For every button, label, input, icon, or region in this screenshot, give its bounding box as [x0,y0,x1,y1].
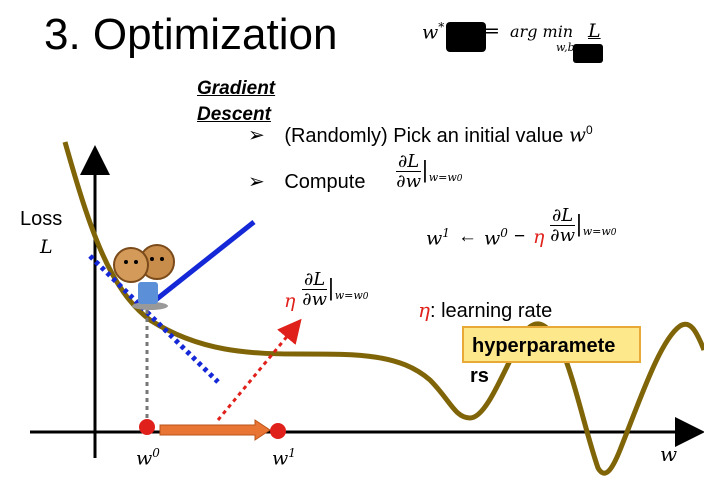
formula-argmin: arg min [510,22,574,41]
bullet-compute: ➢ Compute [248,170,365,194]
bullet-text: Compute [284,171,366,193]
hyperparameters-tail: rs [470,365,489,387]
gradient-line [146,220,256,308]
bullet-marker: ➢ [248,124,265,147]
bullet-text: (Randomly) Pick an initial value [284,124,569,147]
update-minus: − [514,226,526,247]
formula-redaction-1 [446,22,486,52]
formula-redaction-2 [573,44,603,63]
tangent-dotted [88,254,220,384]
tick-w1: w1 [272,446,296,470]
formula-rhs: L [588,20,601,42]
point-w1 [270,423,286,439]
point-w0 [139,419,155,435]
deriv-eval-sup: 0 [456,174,463,185]
bullet-var: w [568,122,587,147]
loss-curve [62,141,704,476]
y-axis-var: L [40,236,53,258]
x-axis-label: w [660,442,678,466]
deriv-num: ∂L [396,151,422,172]
update-arrow: ← [458,226,477,247]
gd-heading-line2: Descent [197,104,271,125]
formula-equals: = [484,20,500,42]
update-eta: η [533,226,545,248]
formula-lhs: w [422,21,439,44]
formula-sub: w,b [556,41,575,54]
bullet-pick-initial: ➢ (Randomly) Pick an initial value w0 [248,118,593,148]
step-arrow [216,318,302,421]
step-derivative: ∂L ∂w |w=w0 [302,269,369,310]
update-lhs: w1 [426,226,450,250]
step-eta: η [284,290,296,312]
bullet-var-sup: 0 [586,123,593,137]
y-axis-label: Loss [20,208,63,230]
slide-title: 3. Optimization [44,10,338,59]
gd-heading-line1: Gradient [197,78,276,99]
tick-w0: w0 [136,446,160,470]
learning-rate-label: η: learning rate [418,298,553,322]
deriv-eval: w=w [428,171,457,185]
formula-lhs-sup: * [438,20,445,34]
update-derivative: ∂L ∂w |w=w0 [550,205,617,246]
bullet-marker: ➢ [248,171,265,193]
hyperparameters-box: hyperparamete [462,326,641,363]
update-w0: w0 [484,226,508,250]
compute-derivative: ∂L ∂w |w=w0 [396,151,463,192]
orange-step-arrow [159,419,271,441]
walker-figure [113,244,175,310]
deriv-den: ∂w [396,171,421,192]
optimization-formula: w* [422,20,444,43]
